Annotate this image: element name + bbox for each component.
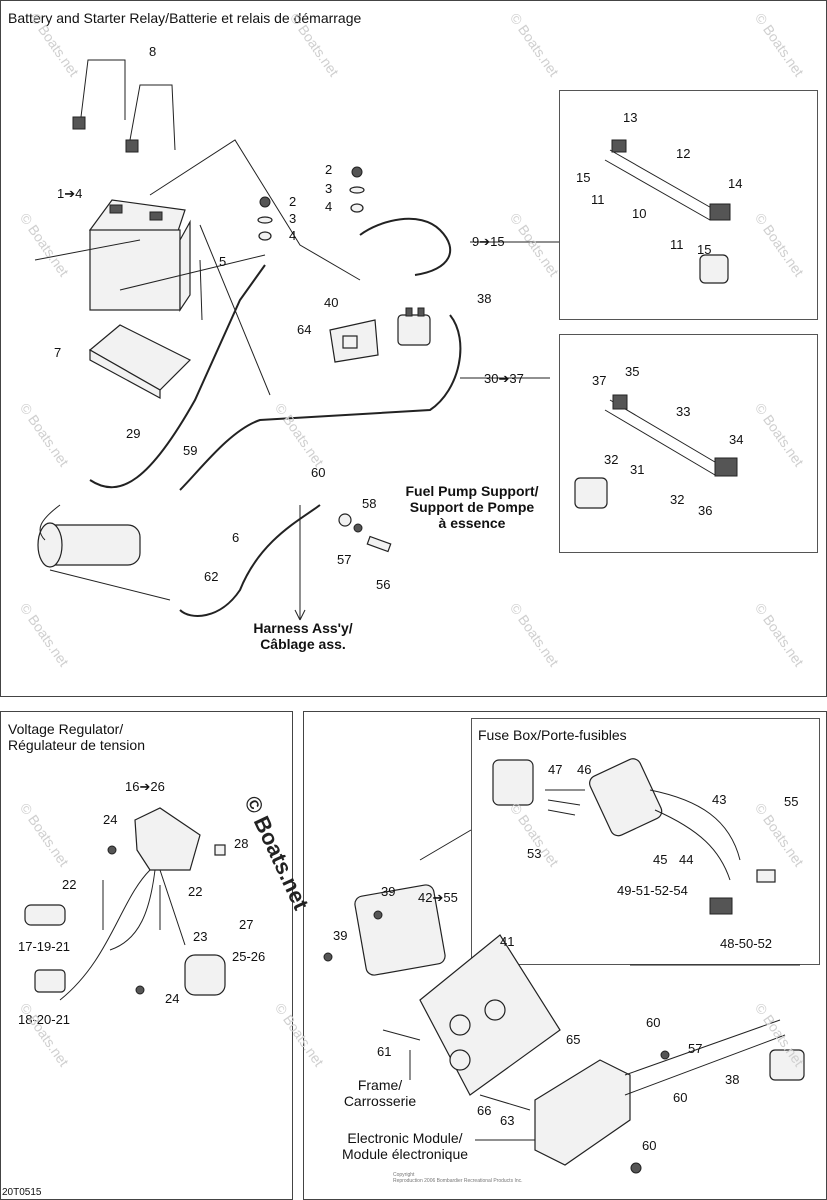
callout: 8 (149, 44, 157, 59)
frame-caption: Frame/ Carrosserie (343, 1077, 417, 1109)
fuel-pump-caption: Fuel Pump Support/ Support de Pompe à es… (405, 483, 539, 531)
harness-caption: Harness Ass'y/ Câblage ass. (253, 620, 353, 652)
callout: 34 (729, 432, 744, 447)
callout: 36 (698, 503, 713, 518)
callout: 64 (297, 322, 312, 337)
callout: 56 (376, 577, 391, 592)
cable-detail-box-2 (559, 334, 818, 553)
callout: 44 (679, 852, 694, 867)
callout: 12 (676, 146, 691, 161)
callout: 33 (676, 404, 691, 419)
callout: 48-50-52 (720, 936, 773, 951)
callout: 11 (670, 237, 684, 252)
callout: 53 (527, 846, 542, 861)
callout: 9➔15 (472, 234, 505, 249)
cable-detail-box-1 (559, 90, 818, 320)
callout: 7 (54, 345, 62, 360)
callout: 24 (165, 991, 180, 1006)
callout: 14 (728, 176, 743, 191)
callout: 31 (630, 462, 645, 477)
callout: 62 (204, 569, 219, 584)
callout: 3 (325, 181, 333, 196)
callout: 66 (477, 1103, 492, 1118)
callout: 60 (642, 1138, 657, 1153)
callout: 60 (646, 1015, 661, 1030)
callout: 2 (325, 162, 333, 177)
drawing-code: 20T0515 (2, 1187, 42, 1198)
voltage-panel-title: Voltage Regulator/ Régulateur de tension (8, 721, 145, 753)
callout: 39 (381, 884, 396, 899)
callout: 17-19-21 (18, 939, 71, 954)
callout: 25-26 (232, 949, 266, 964)
callout: 32 (670, 492, 685, 507)
callout: 22 (188, 884, 203, 899)
callout: 39 (333, 928, 348, 943)
callout: 49-51-52-54 (617, 883, 688, 898)
callout: 11 (591, 192, 605, 207)
callout: 3 (289, 211, 297, 226)
callout: 43 (712, 792, 727, 807)
callout: 1➔4 (57, 186, 83, 201)
callout: 58 (362, 496, 377, 511)
callout: 13 (623, 110, 638, 125)
callout: 45 (653, 852, 668, 867)
callout: 59 (183, 443, 198, 458)
callout: 5 (219, 254, 227, 269)
battery-panel-title: Battery and Starter Relay/Batterie et re… (8, 10, 362, 26)
callout: 57 (688, 1041, 703, 1056)
callout: 46 (577, 762, 592, 777)
callout: 61 (377, 1044, 392, 1059)
callout: 57 (337, 552, 352, 567)
callout: 6 (232, 530, 240, 545)
fuse-panel-title: Fuse Box/Porte-fusibles (478, 727, 627, 743)
callout: 28 (234, 836, 249, 851)
copyright-note: Copyright Reproduction 2006 Bombardier R… (393, 1172, 523, 1184)
callout: 29 (126, 426, 141, 441)
callout: 16➔26 (125, 779, 165, 794)
callout: 24 (103, 812, 118, 827)
callout: 2 (289, 194, 297, 209)
callout: 55 (784, 794, 799, 809)
callout: 38 (725, 1072, 740, 1087)
callout: 32 (604, 452, 619, 467)
callout: 10 (632, 206, 647, 221)
callout: 18-20-21 (18, 1012, 71, 1027)
callout: 41 (500, 934, 515, 949)
callout: 60 (311, 465, 326, 480)
callout: 30➔37 (484, 371, 524, 386)
callout: 40 (324, 295, 339, 310)
callout: 63 (500, 1113, 515, 1128)
callout: 27 (239, 917, 254, 932)
callout: 37 (592, 373, 607, 388)
callout: 22 (62, 877, 77, 892)
module-caption: Electronic Module/ Module électronique (341, 1130, 469, 1162)
callout: 42➔55 (418, 890, 458, 905)
callout: 35 (625, 364, 640, 379)
callout: 38 (477, 291, 492, 306)
callout: 4 (289, 228, 297, 243)
fuse-box-inset (471, 718, 820, 965)
callout: 65 (566, 1032, 581, 1047)
callout: 15 (697, 242, 712, 257)
callout: 47 (548, 762, 563, 777)
callout: 23 (193, 929, 208, 944)
callout: 4 (325, 199, 333, 214)
callout: 60 (673, 1090, 688, 1105)
callout: 15 (576, 170, 591, 185)
